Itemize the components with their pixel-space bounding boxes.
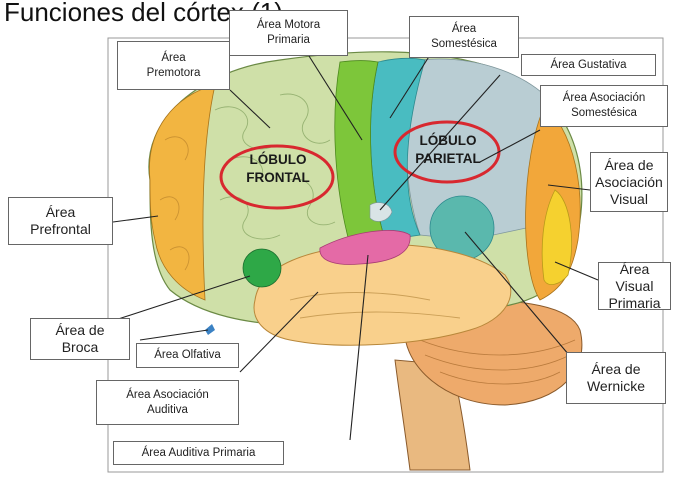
label-area-prefrontal: Área Prefrontal bbox=[8, 197, 113, 245]
broca-area-shape bbox=[243, 249, 281, 287]
leader-olfativa bbox=[140, 330, 208, 340]
parietal-lobe-label: LÓBULO PARIETAL bbox=[407, 132, 489, 168]
label-area-asociacion-somestesica: Área Asociación Somestésica bbox=[540, 85, 668, 127]
label-area-auditiva-primaria: Área Auditiva Primaria bbox=[113, 441, 284, 465]
olfativa-area-shape bbox=[205, 324, 215, 335]
label-area-asociacion-visual: Área de Asociación Visual bbox=[590, 152, 668, 212]
frontal-lobe-label: LÓBULO FRONTAL bbox=[238, 151, 318, 187]
label-area-de-broca: Área de Broca bbox=[30, 318, 130, 360]
label-area-somestesica: Área Somestésica bbox=[409, 16, 519, 58]
label-area-olfativa: Área Olfativa bbox=[136, 343, 239, 368]
label-area-de-wernicke: Área de Wernicke bbox=[566, 352, 666, 404]
label-area-gustativa: Área Gustativa bbox=[521, 54, 656, 76]
label-area-asociacion-auditiva: Área Asociación Auditiva bbox=[96, 380, 239, 425]
label-area-visual-primaria: Área Visual Primaria bbox=[598, 262, 671, 310]
label-area-motora: Área Motora Primaria bbox=[229, 10, 348, 56]
label-area-premotora: Área Premotora bbox=[117, 41, 230, 90]
